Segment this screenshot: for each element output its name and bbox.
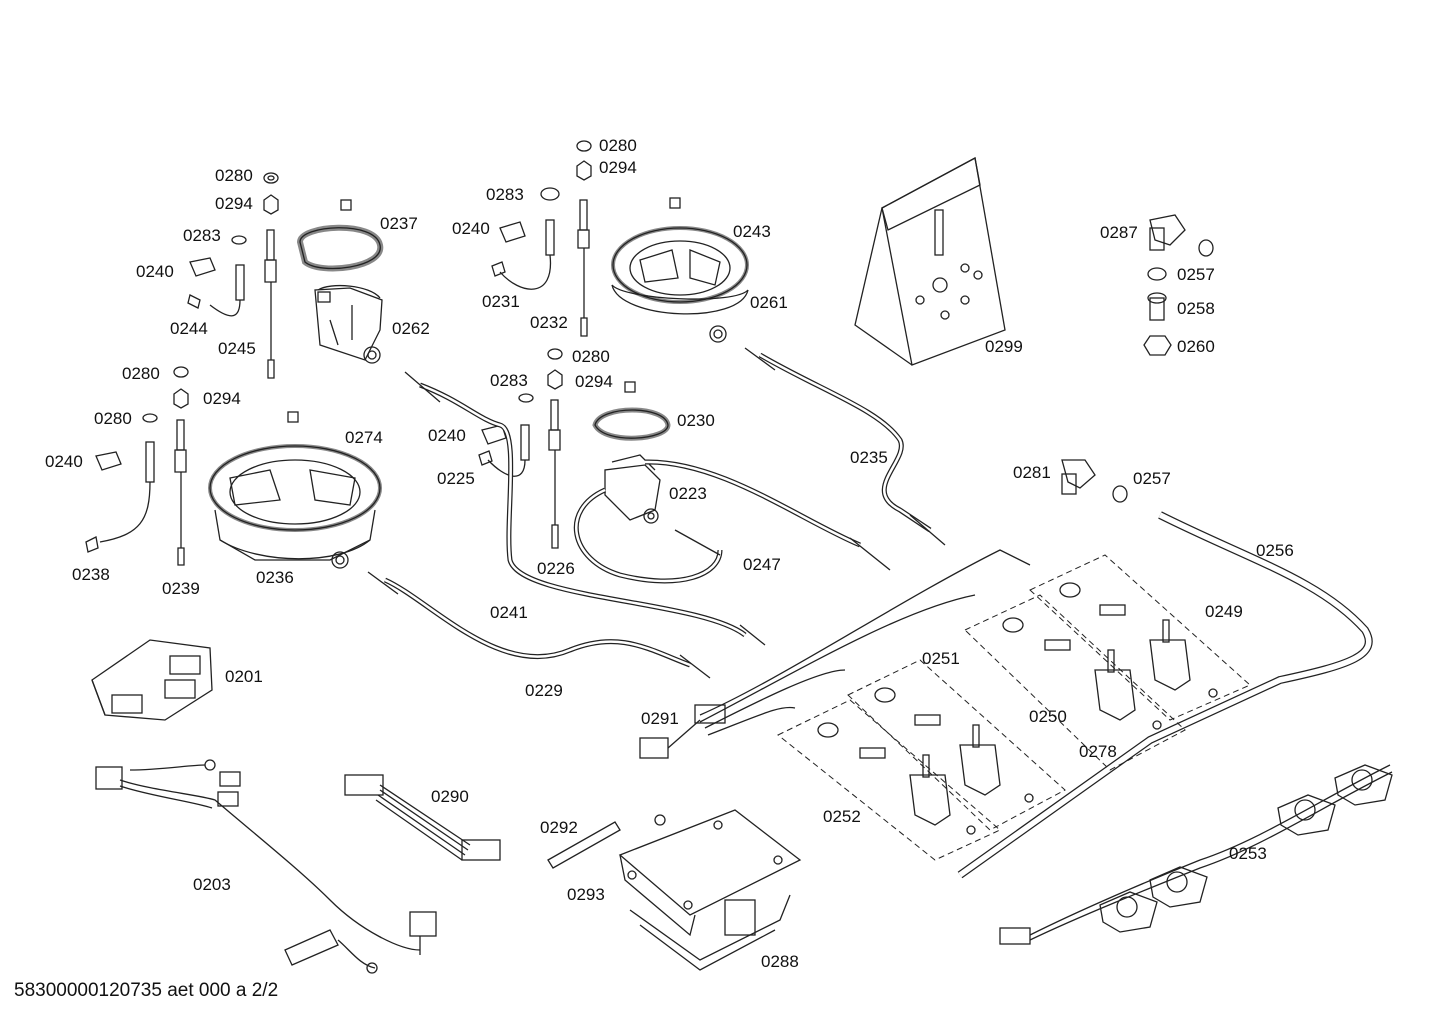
- part-label: 0274: [345, 428, 383, 447]
- part-label: 0293: [567, 885, 605, 904]
- part-label: 0280: [572, 347, 610, 366]
- part-label: 0299: [985, 337, 1023, 356]
- part-label: 0251: [922, 649, 960, 668]
- part-label: 0238: [72, 565, 110, 584]
- part-label: 0281: [1013, 463, 1051, 482]
- part-label: 0278: [1079, 742, 1117, 761]
- part-label: 0294: [575, 372, 613, 391]
- part-label: 0232: [530, 313, 568, 332]
- part-drawings: [85, 140, 1393, 974]
- part-label: 0223: [669, 484, 707, 503]
- part-label: 0291: [641, 709, 679, 728]
- part-label: 0294: [599, 158, 637, 177]
- wiring-harness-0291: [639, 549, 1031, 759]
- ignition-module: [91, 639, 213, 721]
- part-label: 0287: [1100, 223, 1138, 242]
- electrodes: [85, 140, 592, 566]
- part-label: 0240: [136, 262, 174, 281]
- part-label: 0256: [1256, 541, 1294, 560]
- part-label: 0261: [750, 293, 788, 312]
- part-label: 0229: [525, 681, 563, 700]
- part-label: 0241: [490, 603, 528, 622]
- part-label: 0280: [122, 364, 160, 383]
- parts-bag: [854, 157, 1006, 366]
- burner-large-left: [208, 411, 382, 569]
- part-label: 0237: [380, 214, 418, 233]
- drawing-reference: 58300000120735 aet 000 a 2/2: [14, 980, 279, 1001]
- control-box: [618, 809, 802, 971]
- part-label: 0262: [392, 319, 430, 338]
- gas-pipes: [367, 347, 1373, 879]
- part-label: 0236: [256, 568, 294, 587]
- part-label: 0239: [162, 579, 200, 598]
- part-label: 0290: [431, 787, 469, 806]
- fittings: [1061, 214, 1214, 503]
- part-label: 0257: [1133, 469, 1171, 488]
- part-label: 0280: [215, 166, 253, 185]
- valves: [817, 582, 1218, 835]
- part-label: 0252: [823, 807, 861, 826]
- part-label: 0294: [215, 194, 253, 213]
- switch-group-0253: [999, 764, 1393, 945]
- part-label: 0253: [1229, 844, 1267, 863]
- part-label: 0283: [490, 371, 528, 390]
- burner-small-left: [296, 199, 384, 364]
- part-label: 0260: [1177, 337, 1215, 356]
- part-label: 0292: [540, 818, 578, 837]
- part-label: 0247: [743, 555, 781, 574]
- burner-large-top: [611, 197, 749, 343]
- part-label: 0203: [193, 875, 231, 894]
- part-label: 0283: [183, 226, 221, 245]
- burner-small-middle: [592, 381, 671, 524]
- part-label: 0249: [1205, 602, 1243, 621]
- part-label: 0294: [203, 389, 241, 408]
- part-label: 0257: [1177, 265, 1215, 284]
- part-label: 0226: [537, 559, 575, 578]
- part-label: 0288: [761, 952, 799, 971]
- part-label: 0201: [225, 667, 263, 686]
- part-label: 0231: [482, 292, 520, 311]
- valve-groups: [777, 554, 1251, 861]
- flat-cable-0290: [344, 774, 501, 861]
- part-label: 0240: [45, 452, 83, 471]
- part-label: 0240: [452, 219, 490, 238]
- part-labels: 0280 0294 0283 0240 0244 0245 0237 0262 …: [45, 136, 1294, 971]
- part-label: 0235: [850, 448, 888, 467]
- part-label: 0258: [1177, 299, 1215, 318]
- part-label: 0243: [733, 222, 771, 241]
- part-label: 0230: [677, 411, 715, 430]
- part-label: 0244: [170, 319, 208, 338]
- part-label: 0245: [218, 339, 256, 358]
- part-label: 0280: [94, 409, 132, 428]
- part-label: 0240: [428, 426, 466, 445]
- part-label: 0250: [1029, 707, 1067, 726]
- cable-harness-0203: [95, 759, 437, 974]
- part-label: 0283: [486, 185, 524, 204]
- part-label: 0225: [437, 469, 475, 488]
- part-label: 0280: [599, 136, 637, 155]
- insulation-strip: [547, 821, 621, 869]
